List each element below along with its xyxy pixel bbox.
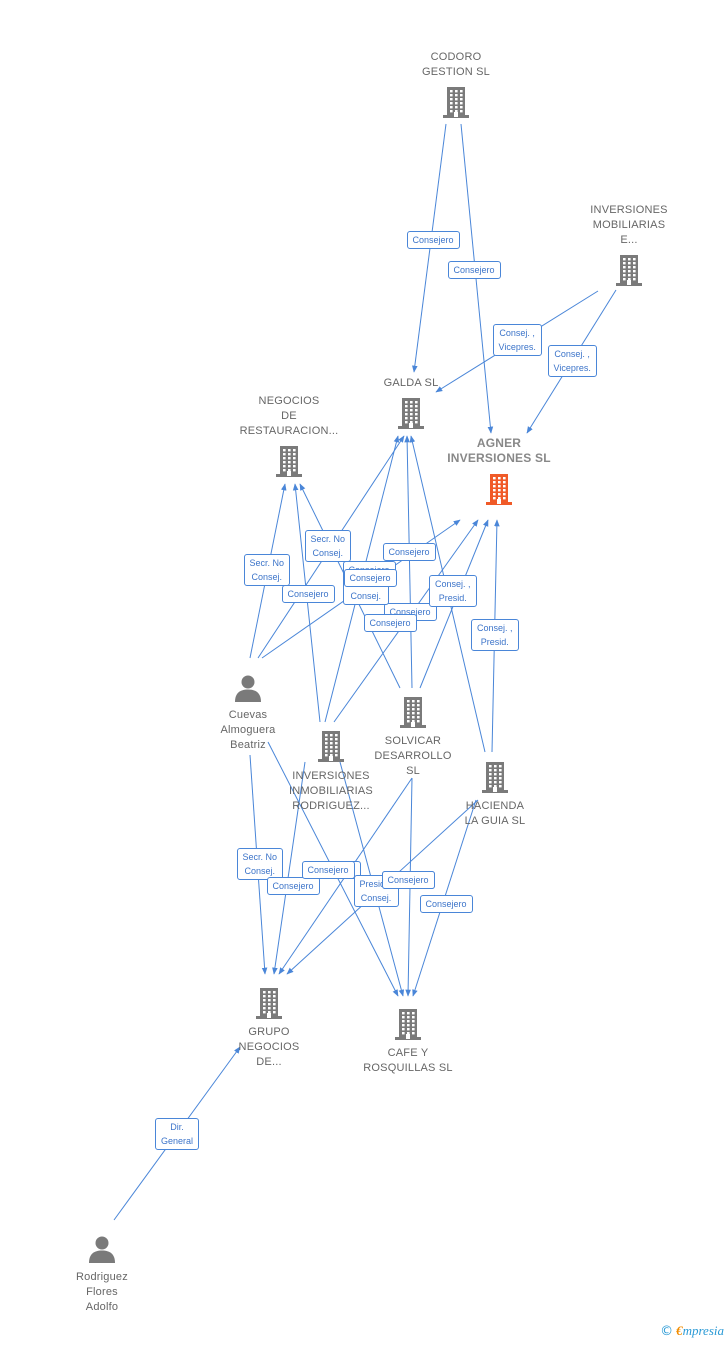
- building-icon-agner[interactable]: [484, 472, 514, 511]
- empresia-logo[interactable]: ©€mpresia: [660, 1323, 724, 1339]
- person-icon-cuevas[interactable]: [233, 673, 263, 708]
- edge-label-hacienda-to-cafe[interactable]: Consejero: [419, 895, 473, 913]
- node-label-agner[interactable]: AGNER INVERSIONES SL: [447, 436, 551, 465]
- node-label-hacienda[interactable]: HACIENDA LA GUIA SL: [464, 800, 526, 827]
- node-label-solvicar[interactable]: SOLVICAR DESARROLLO SL: [374, 735, 452, 777]
- edge-invinm-to-grupo: [272, 761, 306, 975]
- edge-label-invmob-to-galda[interactable]: Consej. , Vicepres.: [492, 324, 542, 356]
- building-icon-codoro[interactable]: [441, 85, 471, 124]
- edge-label-cuevas-to-negocios[interactable]: Secr. No Consej.: [243, 554, 291, 586]
- node-label-cafe[interactable]: CAFE Y ROSQUILLAS SL: [363, 1047, 453, 1074]
- edge-label-solvicar-to-galda[interactable]: Consejero: [363, 614, 417, 632]
- edge-label-hacienda-to-grupo[interactable]: Consejero: [381, 871, 435, 889]
- building-icon-hacienda[interactable]: [480, 760, 510, 799]
- edge-label-solvicar-to-agner[interactable]: Consej. , Presid.: [429, 575, 477, 607]
- edge-label-solvicar-to-grupo[interactable]: Presid. , Consej.: [353, 875, 399, 907]
- edge-label-rodriguez-to-grupo[interactable]: Dir. General: [155, 1118, 200, 1150]
- brand-name: mpresia: [682, 1323, 724, 1338]
- edge-label-cuevas-to-grupo[interactable]: Secr. No Consej.: [236, 848, 284, 880]
- copyright-symbol: ©: [660, 1324, 674, 1339]
- edge-label-invmob-to-agner[interactable]: Consej. , Vicepres.: [547, 345, 597, 377]
- node-label-grupo[interactable]: GRUPO NEGOCIOS DE...: [238, 1026, 300, 1068]
- person-icon-rodriguez[interactable]: [87, 1234, 117, 1269]
- node-label-invmob[interactable]: INVERSIONES MOBILIARIAS E...: [590, 204, 668, 246]
- node-label-codoro[interactable]: CODORO GESTION SL: [421, 51, 491, 78]
- edge-solvicar-to-galda: [404, 435, 413, 689]
- edge-label-hacienda-to-agner[interactable]: Consej. , Presid.: [471, 619, 519, 651]
- edge-label-hacienda-to-galda[interactable]: Consejero: [343, 569, 397, 587]
- building-icon-negocios[interactable]: [274, 444, 304, 483]
- node-label-negocios[interactable]: NEGOCIOS DE RESTAURACION...: [239, 395, 339, 437]
- brand-initial: €: [676, 1323, 683, 1338]
- edge-label-codoro-to-agner[interactable]: Consejero: [447, 261, 501, 279]
- node-label-rodriguez[interactable]: Rodriguez Flores Adolfo: [76, 1271, 128, 1313]
- building-icon-grupo[interactable]: [254, 986, 284, 1025]
- edge-label-codoro-to-galda[interactable]: Consejero: [406, 231, 460, 249]
- edge-label-invinm-to-grupo[interactable]: Consejero: [266, 877, 320, 895]
- building-icon-solvicar[interactable]: [398, 695, 428, 734]
- building-icon-invmob[interactable]: [614, 253, 644, 292]
- building-icon-galda[interactable]: [396, 396, 426, 435]
- node-label-cuevas[interactable]: Cuevas Almoguera Beatriz: [220, 709, 276, 751]
- edge-label-cuevas-to-agner[interactable]: Secr. No Consej.: [304, 530, 352, 562]
- edge-invinm-to-negocios: [292, 483, 321, 723]
- node-label-galda[interactable]: GALDA SL: [383, 377, 439, 389]
- edge-label-cuevas-to-galda[interactable]: Consejero: [382, 543, 436, 561]
- edge-label-invinm-to-cafe[interactable]: Consejero: [301, 861, 355, 879]
- edge-label-invinm-to-negocios[interactable]: Consejero: [281, 585, 335, 603]
- node-label-invinm[interactable]: INVERSIONES INMOBILIARIAS RODRIGUEZ...: [289, 770, 373, 812]
- building-icon-cafe[interactable]: [393, 1007, 423, 1046]
- building-icon-invinm[interactable]: [316, 729, 346, 768]
